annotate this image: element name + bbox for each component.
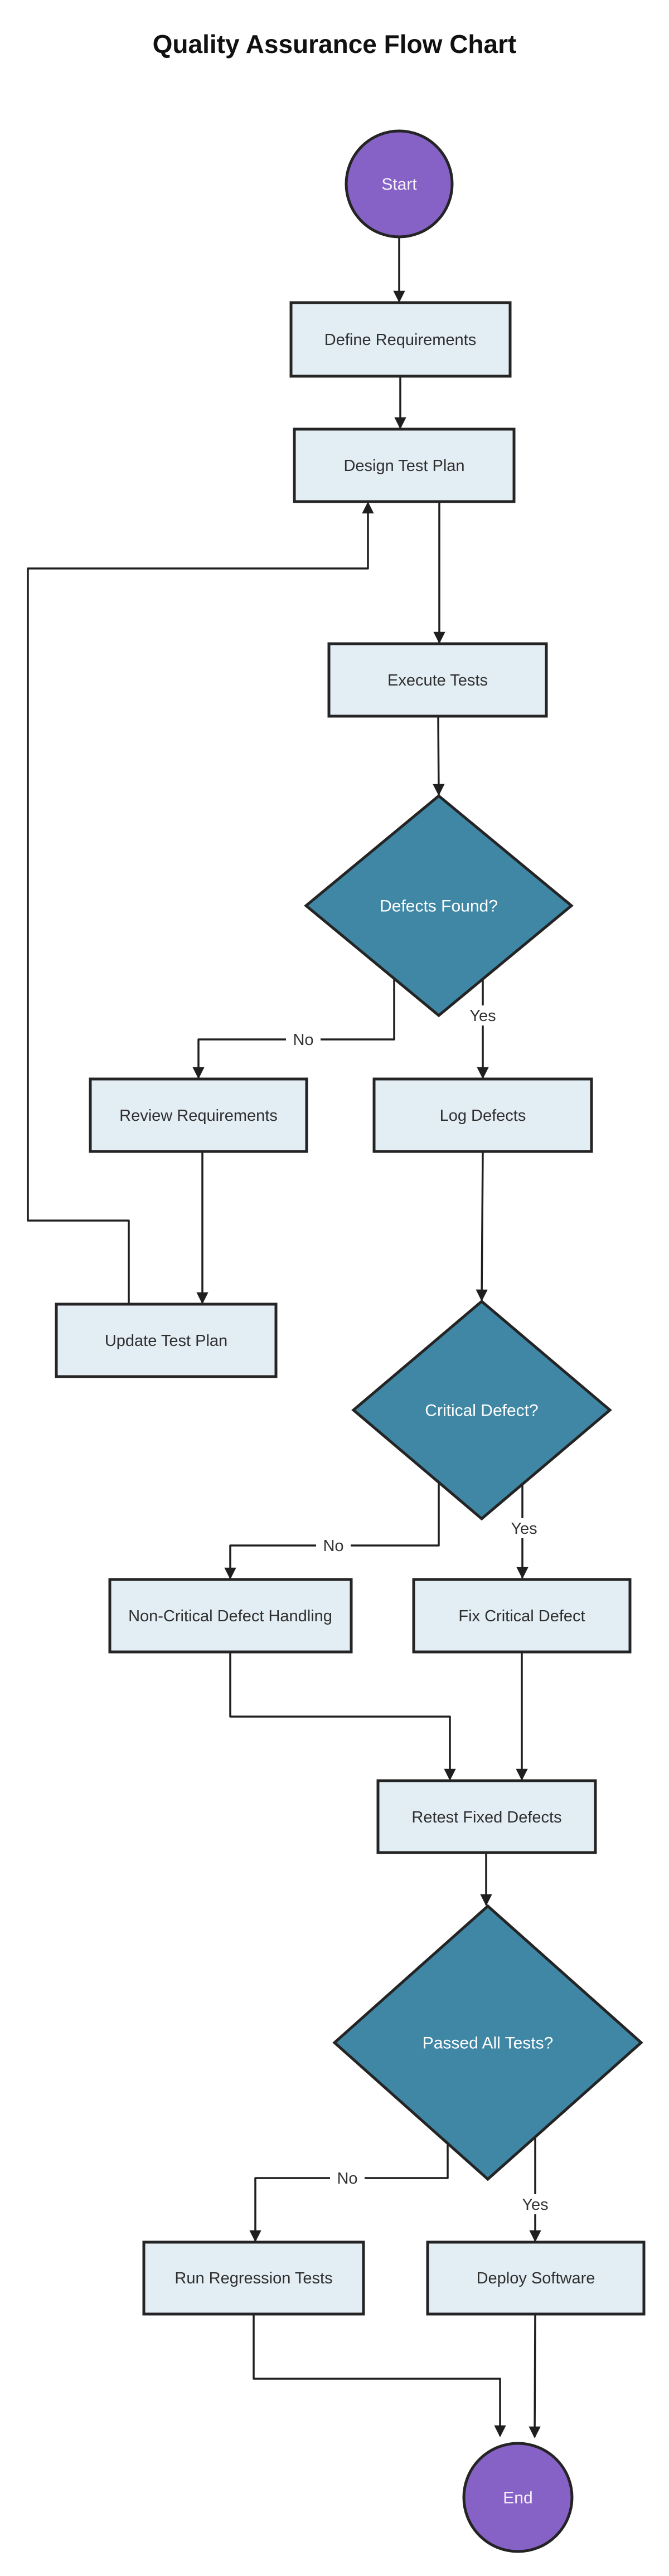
node-label: Deploy Software [477,2269,595,2287]
node-label: Run Regression Tests [174,2269,332,2287]
edge-label-bg [462,1005,503,1025]
process-box [372,1077,593,1153]
node-critical-defect: Critical Defect? [351,1299,612,1521]
decision-diamond [351,1299,612,1521]
node-label: Passed All Tests? [423,2034,554,2053]
edge-label-bg [286,1029,321,1049]
process-box [293,427,516,503]
page-title: Quality Assurance Flow Chart [153,30,517,59]
node-label: Design Test Plan [343,457,464,475]
edge-update-feedback-to-design [27,501,374,1304]
process-box [426,2240,646,2316]
edge-label-bg [316,1535,351,1556]
edge-label-bg [503,1518,545,1538]
start-circle [345,129,454,239]
node-log-defects: Log Defects [372,1077,593,1153]
node-label: Fix Critical Defect [458,1607,585,1625]
edge-label-text: Yes [469,1007,496,1025]
node-label: Update Test Plan [105,1332,227,1350]
node-label: Retest Fixed Defects [411,1809,561,1826]
node-start: Start [345,129,454,239]
decision-diamond [332,1904,643,2181]
node-define-requirements: Define Requirements [289,301,512,378]
node-label: Non-Critical Defect Handling [128,1607,332,1625]
process-box [412,1578,632,1654]
edge-label-passed-yes: Yes [515,2194,556,2214]
process-box [289,301,512,378]
node-label: Start [381,176,417,194]
edge-label-defects-no: No [286,1029,321,1049]
node-passed-all-tests: Passed All Tests? [332,1904,643,2181]
node-update-test-plan: Update Test Plan [55,1302,278,1378]
node-defects-found: Defects Found? [304,794,574,1018]
node-run-regression-tests: Run Regression Tests [142,2240,365,2316]
node-label: Execute Tests [387,672,488,689]
edge-noncritical-to-retest [229,1652,456,1781]
edge-label-critical-yes: Yes [503,1518,545,1538]
edge-passed-no-to-regression [249,2144,449,2243]
node-fix-critical-defect: Fix Critical Defect [412,1578,632,1654]
node-label: Critical Defect? [425,1402,538,1420]
edge-label-text: Yes [511,1520,537,1538]
node-deploy-software: Deploy Software [426,2240,646,2316]
edge-label-bg [330,2168,365,2188]
process-box [142,2240,365,2316]
edge-label-text: Yes [522,2196,548,2214]
edge-label-text: No [293,1031,313,1049]
edge-label-bg [515,2194,556,2214]
node-label: Defects Found? [380,897,498,916]
node-label: Define Requirements [324,331,476,349]
node-end: End [462,2442,574,2553]
edge-regression-to-end [253,2314,506,2438]
edge-label-defects-yes: Yes [462,1005,503,1025]
edge-label-text: No [323,1537,343,1555]
node-label: Review Requirements [119,1107,278,1125]
edge-log-to-critical [476,1151,488,1302]
process-box [327,642,548,718]
process-box [108,1578,353,1654]
node-label: End [503,2489,532,2507]
end-circle [462,2442,574,2553]
node-execute-tests: Execute Tests [327,642,548,718]
edge-label-text: No [337,2170,357,2188]
node-review-requirements: Review Requirements [89,1077,308,1153]
process-box [89,1077,308,1153]
edge-label-critical-no: No [316,1535,351,1556]
process-box [376,1779,597,1854]
node-label: Log Defects [440,1107,526,1125]
node-non-critical-handling: Non-Critical Defect Handling [108,1578,353,1654]
edge-label-passed-no: No [330,2168,365,2188]
edge-defects-no-to-review [192,979,395,1080]
edge-critical-no-to-noncritical [224,1483,440,1580]
decision-diamond [304,794,574,1018]
process-box [55,1302,278,1378]
edge-execute-to-defects [433,716,445,796]
node-retest-fixed-defects: Retest Fixed Defects [376,1779,597,1854]
node-design-test-plan: Design Test Plan [293,427,516,503]
